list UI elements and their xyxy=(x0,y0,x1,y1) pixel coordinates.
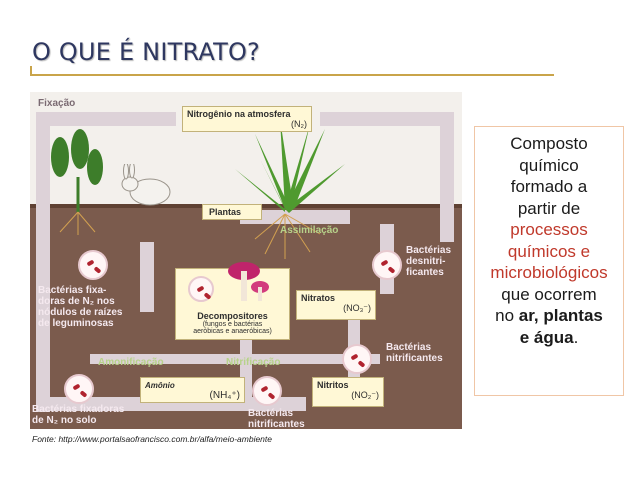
amonio-formula: (NH₄⁺) xyxy=(209,390,240,401)
decompositores-sub-1: (fungos e bactérias xyxy=(202,321,263,328)
bfr-line-2: doras de N₂ nos xyxy=(38,296,115,307)
title-rule xyxy=(32,74,554,76)
bnr-line-2: nitrificantes xyxy=(386,353,443,364)
info-line-2: químico xyxy=(519,155,579,175)
label-nitrificacao: Nitrificação xyxy=(226,357,281,368)
legume-plant xyxy=(51,129,103,235)
flow-assimilation xyxy=(240,210,350,224)
bnr-line-1: Bactérias xyxy=(386,342,432,353)
box-nitritos: Nitritos (NO₂⁻) xyxy=(312,377,384,407)
bfr-line-1: Bactérias fixa- xyxy=(38,285,107,296)
label-bacterias-nitrificantes-bottom: Bactérias nitrificantes xyxy=(248,408,305,429)
plantas-label: Plantas xyxy=(209,207,242,217)
info-line-9: no ar, plantas xyxy=(475,305,623,327)
label-fixacao: Fixação xyxy=(38,98,76,109)
bacteria-icon-nitrificantes-bottom xyxy=(252,376,282,406)
info-line-6: químicos e xyxy=(507,241,591,261)
info-line-4: partir de xyxy=(517,198,581,218)
info-line-10-suffix: . xyxy=(573,327,579,347)
mushroom-illustration xyxy=(228,262,269,301)
label-bacterias-fixadoras-solo: Bactérias fixadoras de N₂ no solo xyxy=(32,404,124,426)
info-line-10: e água. xyxy=(475,327,623,349)
info-line-9-bold: ar, plantas xyxy=(518,306,603,325)
bacteria-icon-desnitrificantes xyxy=(372,250,402,280)
bacteria-icon-roots xyxy=(78,250,108,280)
info-line-1: Composto xyxy=(510,134,588,153)
bfr-line-3: nódulos de raízes xyxy=(38,307,123,318)
box-nitrogenio-atmosfera: Nitrogênio na atmosfera (N₂) xyxy=(182,106,312,132)
info-line-5: processos xyxy=(510,220,588,239)
decompositores-title: Decompositores xyxy=(197,311,268,321)
bd-line-3: ficantes xyxy=(406,267,444,278)
info-line-10-bold: e água xyxy=(519,327,574,347)
nitritos-formula: (NO₂⁻) xyxy=(351,390,379,400)
box-amonio: Amônio (NH₄⁺) xyxy=(140,377,245,403)
bfs-line-2: de N₂ no solo xyxy=(32,415,97,426)
nitrogenio-formula: (N₂) xyxy=(291,119,307,129)
nitrogen-cycle-diagram: Fixação Nitrogênio na atmosfera (N₂) Pla… xyxy=(30,92,462,429)
info-box: Composto químico formado a partir de pro… xyxy=(474,126,624,396)
bd-line-2: desnitri- xyxy=(406,256,446,267)
flow-left-vertical xyxy=(36,112,50,412)
label-assimilacao: Assimilação xyxy=(280,225,339,236)
label-amonificacao: Amonificação xyxy=(98,357,164,368)
flow-top-left xyxy=(36,112,176,126)
label-bacterias-desnitrificantes: Bactérias desnitri- ficantes xyxy=(406,245,451,278)
label-bacterias-fixadoras-raizes: Bactérias fixa- doras de N₂ nos nódulos … xyxy=(38,285,122,329)
bnb-line-1: Bactérias xyxy=(248,408,294,419)
nitritos-label: Nitritos xyxy=(317,380,349,390)
flow-top-right xyxy=(320,112,450,126)
flow-left-mid xyxy=(140,242,154,312)
title-rule-tick xyxy=(30,66,32,76)
slide-title: O QUE É NITRATO? xyxy=(32,38,261,66)
info-line-3: formado a xyxy=(510,177,588,196)
grass-blades xyxy=(235,119,345,213)
bd-line-1: Bactérias xyxy=(406,245,452,256)
info-line-8: que ocorrem xyxy=(501,284,597,304)
amonio-label: Amônio xyxy=(145,381,175,390)
bacteria-icon-nitrificantes xyxy=(342,344,372,374)
flow-right-vertical xyxy=(440,112,454,242)
bacteria-icon-solo xyxy=(64,374,94,404)
info-line-7: microbiológicos xyxy=(490,263,608,282)
roots xyxy=(254,213,321,259)
info-line-9-prefix: no xyxy=(495,306,519,325)
plant-illustration xyxy=(235,119,345,259)
bfr-line-4: de leguminosas xyxy=(38,318,114,329)
nitrogenio-title: Nitrogênio na atmosfera xyxy=(187,109,291,119)
bacteria-icon-decompositores xyxy=(188,276,214,302)
flow-middle xyxy=(90,354,380,364)
rabbit-illustration xyxy=(121,164,171,206)
nitratos-label: Nitratos xyxy=(301,293,336,303)
box-nitratos: Nitratos (NO₃⁻) xyxy=(296,290,376,320)
bfs-line-1: Bactérias fixadoras xyxy=(32,404,125,415)
decompositores-sub-2: aeróbicas e anaeróbicas) xyxy=(193,328,272,335)
box-plantas: Plantas xyxy=(202,204,262,220)
nitratos-formula: (NO₃⁻) xyxy=(343,303,371,313)
bnb-line-2: nitrificantes xyxy=(248,419,305,429)
source-caption: Fonte: http://www.portalsaofrancisco.com… xyxy=(32,434,272,444)
label-bacterias-nitrificantes-right: Bactérias nitrificantes xyxy=(386,342,443,364)
